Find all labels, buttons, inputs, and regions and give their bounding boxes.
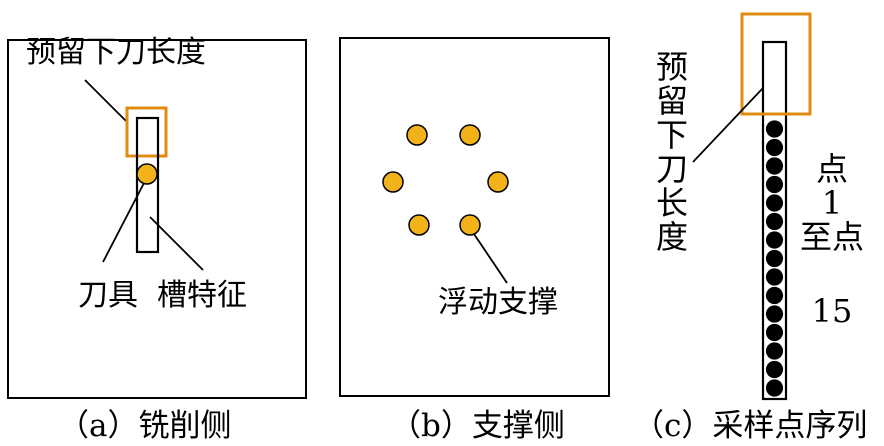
sample-point	[765, 157, 784, 175]
panel-a-reserve-box	[125, 106, 168, 158]
panel-a-tool-marker	[136, 163, 158, 185]
panel-b-frame	[339, 37, 610, 397]
support-point	[487, 171, 509, 193]
panel-b-caption: （b）支撑侧	[390, 408, 565, 444]
sample-point	[765, 323, 784, 342]
panel-c-reserve-char: 长	[656, 184, 688, 222]
sample-point	[765, 360, 784, 379]
support-point	[459, 124, 481, 146]
panel-a-slot-label: 槽特征	[157, 278, 247, 313]
support-point	[406, 124, 428, 146]
sample-point	[765, 138, 784, 157]
support-point	[382, 171, 404, 193]
panel-c-reserve-char: 下	[656, 116, 688, 154]
panel-c-reserve-box	[740, 12, 812, 116]
panel-c-slot-feature	[761, 40, 788, 401]
sample-point	[765, 379, 784, 397]
panel-c-caption: （c）采样点序列	[633, 408, 867, 444]
panel-c-range-line: 点	[816, 150, 848, 188]
panel-a-frame	[7, 39, 307, 399]
panel-a-reserve-label: 预留下刀长度	[26, 35, 206, 70]
sample-point	[765, 194, 784, 212]
panel-a-slot-feature	[135, 116, 160, 254]
support-point	[459, 214, 481, 236]
sample-point	[765, 305, 784, 323]
panel-c-range-line: 15	[812, 292, 853, 330]
panel-c-reserve-char: 刀	[656, 150, 688, 188]
panel-b-support-label: 浮动支撑	[438, 285, 558, 320]
panel-a-reserve-leader	[84, 79, 128, 123]
sample-point	[765, 286, 784, 305]
sample-point	[765, 120, 784, 138]
panel-c-range-line: 至点	[800, 218, 864, 256]
sample-point	[765, 249, 784, 268]
panel-c-reserve-char: 预	[656, 48, 688, 86]
panel-a-slot-leader	[149, 216, 204, 271]
panel-c-range-line: 1	[822, 184, 842, 222]
panel-b-support-side: 浮动支撑	[339, 37, 610, 397]
panel-c-range-label: 点 1 至点 15	[800, 150, 864, 330]
support-point	[408, 214, 430, 236]
sample-point	[765, 231, 784, 249]
panel-c-reserve-label: 预 留 下 刀 长 度	[656, 48, 688, 256]
panel-c-reserve-leader	[692, 87, 764, 163]
panel-a-tool-label: 刀具	[78, 278, 138, 313]
sample-point	[765, 175, 784, 194]
sample-point	[765, 212, 784, 231]
panel-a-tool-leader	[102, 182, 145, 263]
sample-points	[765, 120, 784, 397]
sample-point	[765, 268, 784, 286]
panel-c-reserve-char: 度	[656, 218, 688, 256]
panel-c-reserve-char: 留	[656, 82, 688, 120]
panel-a-milling-side: 预留下刀长度 刀具 槽特征	[7, 35, 307, 399]
sample-point	[765, 342, 784, 360]
panel-c-sample-sequence: 预 留 下 刀 长 度 点 1 至点 15	[656, 12, 864, 401]
panel-b-support-leader	[473, 233, 508, 284]
panel-a-caption: （a）铣削侧	[58, 408, 231, 444]
